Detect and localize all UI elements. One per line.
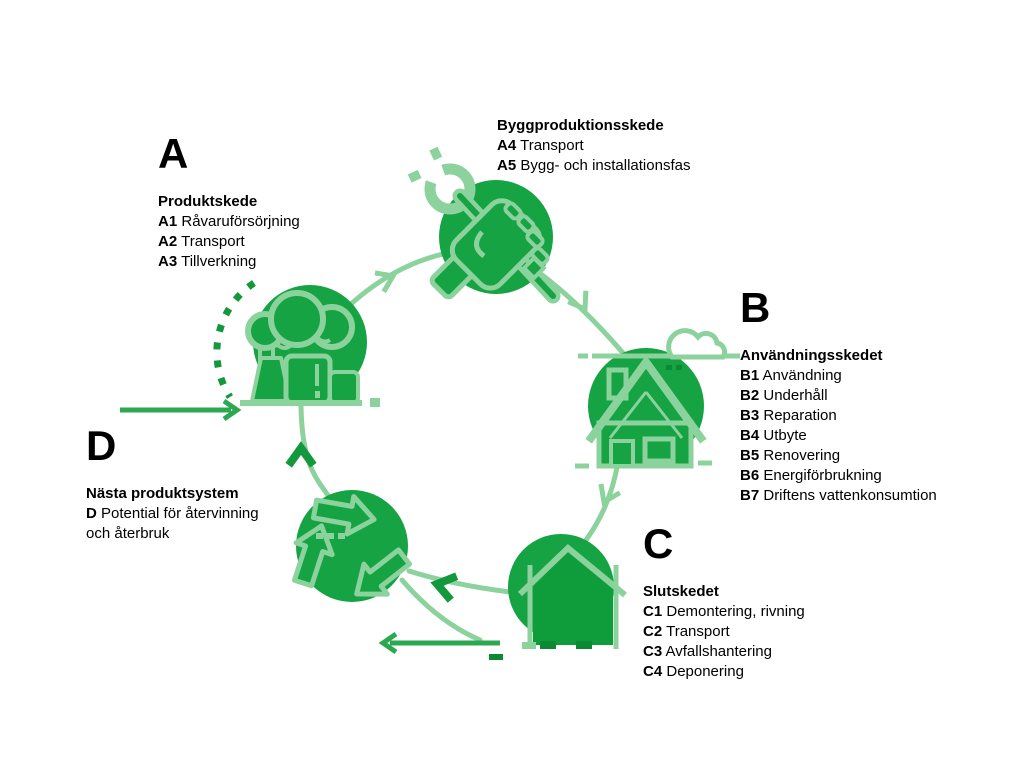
item-label: Avfallshantering bbox=[665, 643, 772, 660]
item-label: Transport bbox=[520, 137, 584, 154]
section-construction-stage: Byggproduktionsskede A4 Transport A5 Byg… bbox=[497, 116, 690, 176]
item-label: Reparation bbox=[763, 407, 837, 424]
item-code: A4 bbox=[497, 137, 517, 154]
item-label: Tillverkning bbox=[181, 253, 257, 270]
list-item: B7 Driftens vattenkonsumtion bbox=[740, 486, 937, 506]
house-icon bbox=[575, 328, 740, 469]
factory-smoke-icon bbox=[213, 280, 380, 407]
list-item: B2 Underhåll bbox=[740, 386, 937, 406]
item-code: B1 bbox=[740, 367, 760, 384]
list-item: C2 Transport bbox=[643, 622, 805, 642]
stage-letter-c: C bbox=[643, 520, 674, 567]
list-item: A3 Tillverkning bbox=[158, 252, 300, 272]
output-arrow bbox=[378, 631, 500, 655]
section-use-stage: B Användningsskedet B1 Användning B2 Und… bbox=[740, 286, 937, 506]
item-label: Deponering bbox=[666, 663, 744, 680]
list-item: A4 Transport bbox=[497, 136, 690, 156]
item-code: C2 bbox=[643, 623, 663, 640]
list-item: A2 Transport bbox=[158, 232, 300, 252]
hand-wrench-icon bbox=[407, 146, 561, 304]
list-item: C1 Demontering, rivning bbox=[643, 602, 805, 622]
list-item: C4 Deponering bbox=[643, 662, 805, 682]
list-item: B1 Användning bbox=[740, 366, 937, 386]
section-product-stage: A Produktskede A1 Råvaruförsörjning A2 T… bbox=[158, 132, 300, 272]
section-d-title: Nästa produktsystem bbox=[86, 485, 239, 502]
item-code: A2 bbox=[158, 233, 178, 250]
cycle-arrowheads bbox=[285, 270, 622, 603]
item-label: Driftens vattenkonsumtion bbox=[763, 487, 937, 504]
input-arrow bbox=[120, 398, 242, 422]
item-code: B3 bbox=[740, 407, 760, 424]
item-label: Råvaruförsörjning bbox=[181, 213, 300, 230]
stage-letter-d: D bbox=[86, 422, 117, 469]
list-item: D Potential för återvinning och återbruk bbox=[86, 504, 276, 544]
item-code: A5 bbox=[497, 157, 517, 174]
arrowhead-a5-to-b bbox=[567, 290, 589, 313]
item-code: D bbox=[86, 505, 97, 522]
arrowhead-b-to-c bbox=[598, 483, 622, 506]
item-code: B4 bbox=[740, 427, 760, 444]
item-label: Transport bbox=[181, 233, 245, 250]
section-bygg-title: Byggproduktionsskede bbox=[497, 117, 664, 134]
list-item: A5 Bygg- och installationsfas bbox=[497, 156, 690, 176]
arrowhead-a-to-a4 bbox=[374, 270, 397, 294]
item-code: C3 bbox=[643, 643, 663, 660]
stage-letter-a: A bbox=[158, 130, 189, 177]
item-label: Renovering bbox=[763, 447, 841, 464]
arrowhead-c-to-d bbox=[430, 572, 459, 603]
item-code: A1 bbox=[158, 213, 178, 230]
list-item: A1 Råvaruförsörjning bbox=[158, 212, 300, 232]
item-label: Underhåll bbox=[763, 387, 828, 404]
item-code: B2 bbox=[740, 387, 760, 404]
item-code: A3 bbox=[158, 253, 178, 270]
item-label: Utbyte bbox=[763, 427, 807, 444]
cloud-icon bbox=[666, 328, 728, 360]
item-code: C4 bbox=[643, 663, 663, 680]
item-label: Potential för återvinning och återbruk bbox=[86, 505, 259, 542]
item-code: B5 bbox=[740, 447, 760, 464]
section-end-of-life-stage: C Slutskedet C1 Demontering, rivning C2 … bbox=[643, 522, 805, 682]
arrowhead-d-to-a bbox=[285, 441, 317, 468]
item-code: C1 bbox=[643, 603, 663, 620]
item-label: Demontering, rivning bbox=[666, 603, 805, 620]
list-item: C3 Avfallshantering bbox=[643, 642, 805, 662]
list-item: B6 Energiförbrukning bbox=[740, 466, 937, 486]
section-next-product-system: D Nästa produktsystem D Potential för åt… bbox=[86, 424, 276, 544]
item-label: Energiförbrukning bbox=[763, 467, 882, 484]
item-label: Transport bbox=[666, 623, 730, 640]
item-code: B7 bbox=[740, 487, 760, 504]
item-label: Bygg- och installationsfas bbox=[520, 157, 691, 174]
item-label: Användning bbox=[762, 367, 842, 384]
demolition-house-icon bbox=[489, 534, 627, 660]
list-item: B3 Reparation bbox=[740, 406, 937, 426]
recycling-icon bbox=[291, 490, 413, 602]
dotted-arc bbox=[213, 280, 256, 399]
section-a-title: Produktskede bbox=[158, 193, 258, 210]
stage-letter-b: B bbox=[740, 284, 771, 331]
item-code: B6 bbox=[740, 467, 760, 484]
section-b-title: Användningsskedet bbox=[740, 347, 883, 364]
section-c-title: Slutskedet bbox=[643, 583, 719, 600]
list-item: B5 Renovering bbox=[740, 446, 937, 466]
list-item: B4 Utbyte bbox=[740, 426, 937, 446]
